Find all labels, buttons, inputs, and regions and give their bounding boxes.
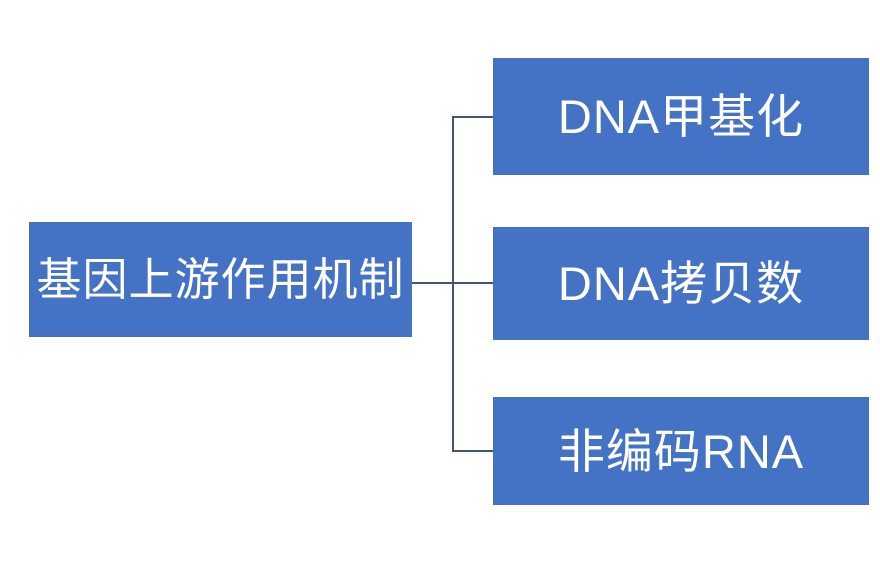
diagram-node-dna-copy-number-label: DNA拷贝数 — [557, 257, 805, 310]
connector-trunk-to-child-1 — [452, 116, 493, 118]
diagram-node-dna-methylation: DNA甲基化 — [493, 58, 869, 175]
diagram-node-noncoding-rna-label: 非编码RNA — [557, 424, 805, 478]
connector-trunk-line — [452, 116, 454, 452]
diagram-node-root: 基因上游作用机制 — [29, 222, 412, 337]
diagram-node-dna-copy-number: DNA拷贝数 — [493, 227, 869, 340]
connector-trunk-to-child-3 — [452, 450, 493, 452]
diagram-node-noncoding-rna: 非编码RNA — [493, 397, 869, 505]
diagram-node-dna-methylation-label: DNA甲基化 — [557, 90, 805, 143]
diagram-node-root-label: 基因上游作用机制 — [36, 254, 405, 305]
